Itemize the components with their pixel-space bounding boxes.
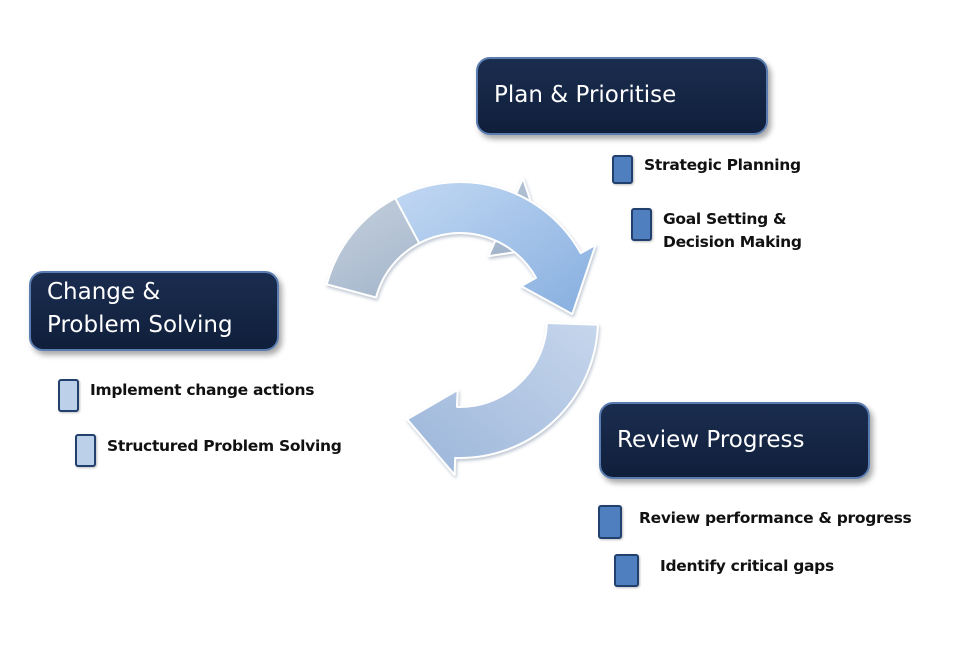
change-bullet-item: Structured Problem Solving	[75, 434, 342, 467]
change-problem-solving-title: Change & Problem Solving	[47, 278, 233, 338]
plan-prioritise-box: Plan & Prioritise	[476, 57, 768, 135]
plan-bullet-label: Goal Setting & Decision Making	[663, 210, 802, 251]
review-progress-title: Review Progress	[617, 426, 805, 453]
plan-prioritise-title: Plan & Prioritise	[494, 82, 677, 109]
cycle-diagram	[325, 177, 599, 476]
review-progress-box: Review Progress	[599, 402, 870, 479]
change-problem-solving-box: Change & Problem Solving	[29, 271, 279, 351]
bullet-square-icon	[614, 554, 639, 587]
cycle-arrow-icon	[406, 322, 599, 476]
change-bullet-label: Structured Problem Solving	[107, 437, 342, 455]
plan-bullet-item: Strategic Planning	[612, 155, 801, 184]
bullet-square-icon	[612, 155, 633, 184]
plan-bullet-label: Strategic Planning	[644, 156, 801, 174]
bullet-square-icon	[75, 434, 96, 467]
bullet-square-icon	[631, 208, 652, 241]
review-bullet-item: Identify critical gaps	[614, 554, 834, 587]
bullet-square-icon	[598, 505, 622, 539]
bullet-square-icon	[58, 379, 79, 412]
cycle-arrow-icon	[394, 181, 597, 316]
plan-bullet-item: Goal Setting & Decision Making	[631, 208, 802, 254]
change-bullet-item: Implement change actions	[58, 379, 314, 412]
review-bullet-label: Identify critical gaps	[660, 557, 834, 575]
review-bullet-item: Review performance & progress	[598, 505, 912, 539]
review-bullet-label: Review performance & progress	[639, 509, 912, 527]
change-bullet-label: Implement change actions	[90, 381, 315, 399]
